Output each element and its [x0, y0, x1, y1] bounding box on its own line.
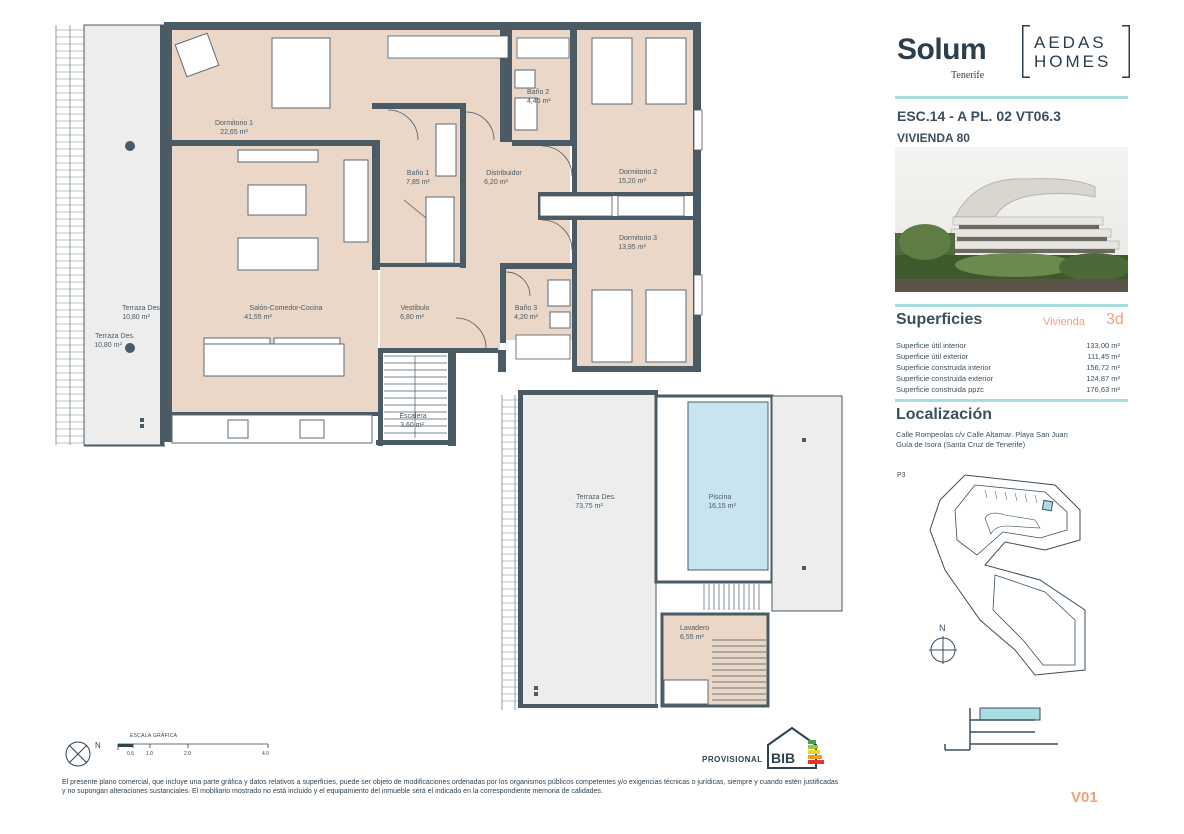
room-label-lavadero: Lavadero — [680, 625, 709, 632]
dwelling-type-code: 3d — [1106, 311, 1124, 328]
room-label-bano-1: Baño 1 — [407, 170, 429, 177]
accent-rule — [895, 96, 1128, 99]
scale-tick: 1.0 — [146, 751, 153, 757]
room-label-terraza-2: Terraza Des. — [95, 333, 135, 340]
stairs-main — [384, 355, 447, 438]
room-label-salon: Salón-Comedor-Cocina — [249, 305, 322, 312]
furniture — [171, 32, 687, 444]
accent-rule — [895, 399, 1128, 402]
windows — [387, 35, 703, 360]
status-provisional: PROVISIONAL — [702, 755, 763, 764]
stairs-lower — [703, 584, 766, 701]
terrace-left-wall — [160, 25, 164, 445]
room-label-bano-3: Baño 3 — [515, 305, 537, 312]
room-area-dormitorio-1: 22,65 m² — [220, 129, 248, 136]
room-area-lavadero: 6,55 m² — [680, 634, 704, 641]
room-area-terraza-lower: 73,75 m² — [575, 503, 603, 510]
superficies-title: Superficies — [896, 311, 983, 328]
room-label-distribuidor: Distribuidor — [486, 170, 522, 177]
scale-tick: 0.5 — [127, 751, 134, 757]
room-label-terraza-lower: Terraza Des. — [576, 494, 616, 501]
room-label-piscina: Piscina — [709, 494, 732, 501]
section-diagram — [944, 707, 1058, 751]
energy-label-text: BIB — [771, 750, 795, 766]
site-plan-floor-label: P3 — [897, 472, 906, 479]
room-label-escalera: Escalera — [399, 413, 426, 420]
scale-label: ESCALA GRÁFICA — [130, 733, 178, 739]
energy-label-badge: BIB — [767, 726, 824, 769]
unit-code: ESC.14 - A PL. 02 VT06.3 — [897, 108, 1061, 124]
markers — [125, 141, 806, 696]
aedas-logo-line2: HOMES — [1034, 52, 1112, 71]
room-area-dormitorio-2: 15,20 m² — [618, 178, 646, 185]
room-area-vestibulo: 6,80 m² — [400, 314, 424, 321]
terrace-lower-railing — [501, 395, 516, 710]
north-arrow — [65, 741, 91, 767]
room-label-dormitorio-1: Dormitorio 1 — [215, 120, 253, 127]
terrace-side — [771, 395, 843, 612]
door-swings — [387, 109, 573, 349]
localizacion-title: Localización — [896, 406, 993, 423]
room-area-salon: 41,55 m² — [244, 314, 272, 321]
floor-plan: Dormitorio 1 22,65 m² Baño 2 4,45 m² Bañ… — [55, 22, 843, 769]
solum-logo: Solum — [897, 33, 987, 66]
terrace-lower — [521, 393, 657, 707]
room-area-bano-1: 7,85 m² — [406, 179, 430, 186]
room-label-dormitorio-3: Dormitorio 3 — [619, 235, 657, 242]
room-labels: Dormitorio 1 22,65 m² Baño 2 4,45 m² Bañ… — [94, 89, 736, 641]
room-area-bano-2: 4,45 m² — [527, 98, 551, 105]
room-area-distribuidor: 6,20 m² — [484, 179, 508, 186]
unit-name: VIVIENDA 80 — [897, 131, 970, 145]
site-plan-north: N — [939, 623, 946, 633]
pool — [687, 401, 769, 571]
aedas-logo-line1: AEDAS — [1034, 33, 1107, 52]
room-label-bano-2: Baño 2 — [527, 89, 549, 96]
room-area-dormitorio-3: 13,95 m² — [618, 244, 646, 251]
solum-logo-sub: Tenerife — [951, 70, 985, 81]
room-label-vestibulo: Vestíbulo — [401, 305, 430, 312]
terrace-left-hatch — [56, 29, 84, 444]
room-area-piscina: 16,15 m² — [708, 503, 736, 510]
dwelling-type-label: Vivienda — [1043, 316, 1085, 328]
room-area-terraza-1: 10,80 m² — [122, 314, 150, 321]
room-area-bano-3: 4,20 m² — [514, 314, 538, 321]
north-label: N — [95, 741, 101, 750]
terrace-left — [83, 24, 165, 446]
address-line-1: Calle Rompeolas c/v Calle Altamar. Playa… — [896, 430, 1068, 439]
scale-tick: 4.0 — [262, 751, 269, 757]
terrace-left-railing — [55, 25, 71, 445]
room-label-dormitorio-2: Dormitorio 2 — [619, 169, 657, 176]
room-area-terraza-2: 10,80 m² — [94, 342, 122, 349]
accent-rule — [895, 304, 1128, 307]
scale-tick: 2.0 — [184, 751, 191, 757]
room-area-escalera: 3,60 m² — [400, 422, 424, 429]
disclaimer: El presente plano comercial, que incluye… — [62, 779, 839, 795]
room-label-terraza-1: Terraza Des. — [122, 305, 162, 312]
version-label: V01 — [1071, 789, 1098, 806]
scale-bar — [117, 743, 269, 750]
building-render — [895, 147, 1128, 292]
address-line-2: Guía de Isora (Santa Cruz de Tenerife) — [896, 440, 1026, 449]
site-plan: N — [929, 474, 1086, 676]
